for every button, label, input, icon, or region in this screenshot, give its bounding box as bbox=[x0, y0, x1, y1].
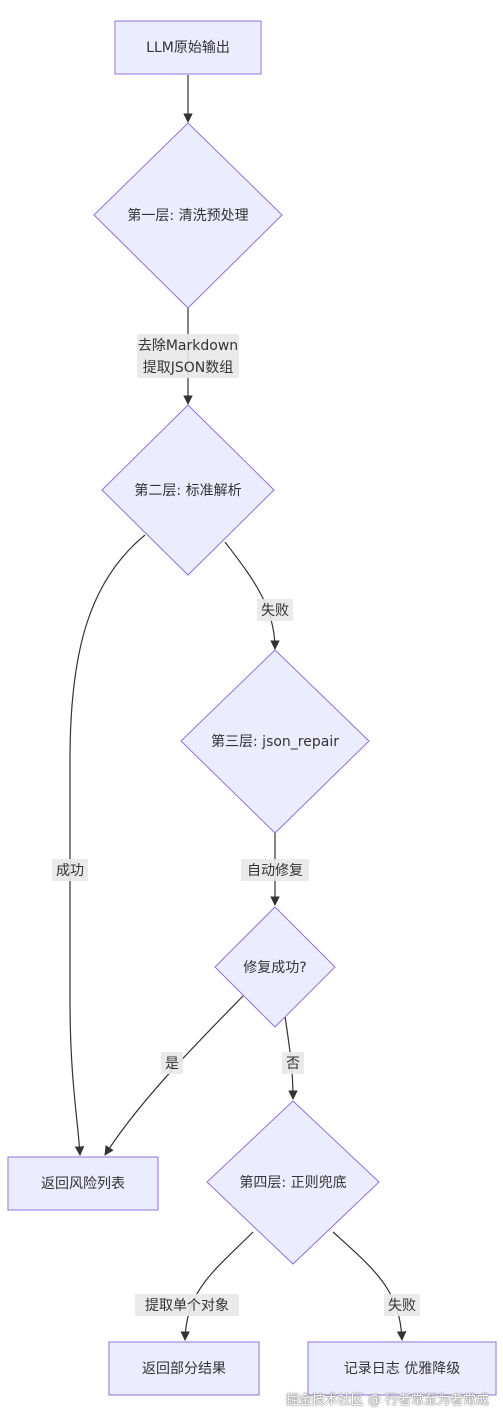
node-llm-output: LLM原始输出 bbox=[114, 20, 262, 75]
edge-label-layer2-success: 成功 bbox=[56, 863, 84, 879]
node-return-partial-label: 返回部分结果 bbox=[142, 1361, 226, 1377]
node-return-partial: 返回部分结果 bbox=[108, 1341, 260, 1396]
node-repair-label: 修复成功? bbox=[243, 959, 306, 976]
edge-label-remove-markdown: 去除Markdown bbox=[138, 338, 238, 354]
node-return-risk-list: 返回风险列表 bbox=[7, 1156, 159, 1211]
edge-layer4-to-log bbox=[332, 1231, 407, 1341]
edge-label-yes: 是 bbox=[165, 1056, 179, 1072]
node-layer2-diamond: 第二层: 标准解析 bbox=[101, 404, 275, 576]
node-return-risk-list-label: 返回风险列表 bbox=[41, 1176, 125, 1192]
edge-label-auto-fix: 自动修复 bbox=[247, 862, 303, 879]
node-repair-diamond: 修复成功? bbox=[214, 906, 336, 1028]
edge-labels: 去除Markdown 提取JSON数组 失败 成功 自动修复 是 否 提取单个对… bbox=[52, 334, 420, 1316]
edge-layer2-to-layer3 bbox=[224, 541, 280, 650]
node-layer2-label: 第二层: 标准解析 bbox=[134, 482, 241, 499]
node-log-degrade-label: 记录日志 优雅降级 bbox=[344, 1361, 460, 1377]
edge-repair-to-risk bbox=[104, 994, 245, 1156]
edge-label-no: 否 bbox=[286, 1056, 300, 1072]
node-layer1-diamond: 第一层: 清洗预处理 bbox=[93, 122, 283, 309]
edge-layer2-to-risk bbox=[69, 534, 146, 1156]
node-layer3-diamond: 第三层: json_repair bbox=[180, 649, 370, 834]
edge-label-layer4-fail: 失败 bbox=[388, 1298, 416, 1314]
edge-label-extract-json: 提取JSON数组 bbox=[143, 360, 234, 376]
edge-label-extract-single: 提取单个对象 bbox=[145, 1298, 229, 1314]
edge-label-layer2-fail: 失败 bbox=[261, 603, 289, 619]
edge-layer4-to-partial bbox=[180, 1231, 254, 1341]
watermark: 掘金技术社区 @ 行者常至为者常成 bbox=[285, 1393, 489, 1408]
node-log-degrade: 记录日志 优雅降级 bbox=[307, 1341, 497, 1396]
node-layer4-diamond: 第四层: 正则兜底 bbox=[206, 1100, 380, 1265]
node-llm-output-label: LLM原始输出 bbox=[146, 40, 230, 56]
node-layer3-label: 第三层: json_repair bbox=[211, 733, 339, 750]
node-layer1-label: 第一层: 清洗预处理 bbox=[127, 207, 248, 224]
node-layer4-label: 第四层: 正则兜底 bbox=[239, 1174, 346, 1191]
